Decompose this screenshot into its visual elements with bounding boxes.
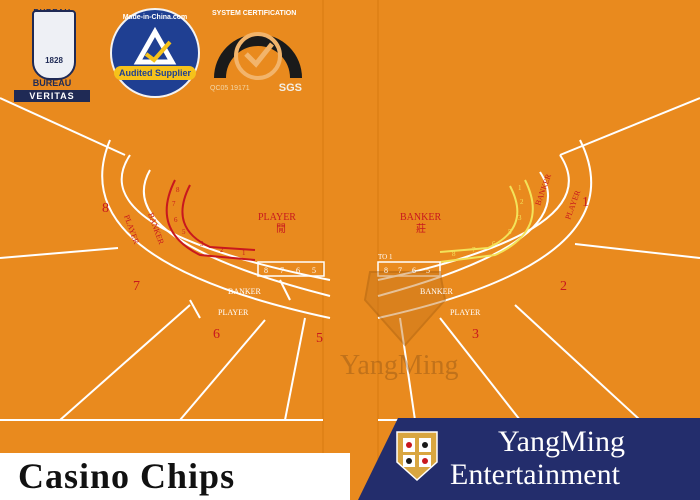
card-suits-logo-icon bbox=[396, 431, 438, 482]
seat-number: 8 bbox=[102, 201, 109, 216]
made-in-china-badge: Made-in-China.com Audited Supplier bbox=[110, 8, 200, 98]
badge-ribbon: Audited Supplier bbox=[114, 66, 196, 80]
lower-banker-right: BANKER bbox=[420, 287, 454, 296]
sgs-number: QC05 19171 bbox=[210, 85, 250, 92]
strip-number: 7 bbox=[280, 266, 284, 275]
card-suit-watermark bbox=[363, 271, 447, 347]
bureau-veritas-bar: VERITAS bbox=[14, 90, 90, 102]
brand-name-line2: Entertainment bbox=[450, 458, 620, 491]
left-red-rail bbox=[165, 179, 256, 261]
seat-banker-label: BANKER bbox=[146, 212, 166, 247]
sgs-icon bbox=[214, 32, 302, 80]
check-triangle-icon bbox=[133, 26, 177, 65]
seat-player-label: PLAYER bbox=[122, 214, 141, 246]
yangming-watermark: YangMing bbox=[340, 350, 459, 381]
rail-number: 6 bbox=[492, 240, 496, 248]
right-seat-dividers bbox=[399, 97, 700, 421]
badge-arc-text: Made-in-China.com bbox=[122, 14, 188, 21]
seat-number: 1 bbox=[582, 195, 589, 210]
bureau-veritas-logo: BUREAU VERITAS 1828 BUREAU VERITAS bbox=[10, 8, 94, 102]
seat-number: 7 bbox=[133, 279, 140, 294]
seat-number: 2 bbox=[560, 279, 567, 294]
player-label: PLAYER bbox=[258, 212, 296, 223]
player-cn: 閒 bbox=[276, 223, 286, 235]
rail-number: 3 bbox=[200, 240, 204, 248]
rail-number: 8 bbox=[176, 186, 180, 194]
banker-cn: 莊 bbox=[416, 223, 426, 235]
rail-number: 1 bbox=[242, 249, 246, 257]
right-yellow-rail bbox=[439, 179, 534, 263]
strip-number: 8 bbox=[264, 266, 268, 275]
seat-number: 3 bbox=[472, 327, 479, 342]
left-number-strip bbox=[257, 261, 325, 277]
sgs-mark: SGS bbox=[278, 82, 302, 94]
rail-number: 6 bbox=[174, 216, 178, 224]
strip-number: 8 bbox=[384, 266, 388, 275]
lower-player-right: PLAYER bbox=[450, 308, 481, 317]
seat-player-label-right: PLAYER bbox=[563, 188, 582, 220]
left-seat-dividers bbox=[0, 97, 306, 421]
strip-number: 5 bbox=[426, 266, 430, 275]
strip-number: 7 bbox=[398, 266, 402, 275]
rail-number: 2 bbox=[220, 246, 224, 254]
rail-number: 8 bbox=[452, 250, 456, 258]
casino-chips-band bbox=[0, 453, 350, 500]
rail-number: 7 bbox=[172, 200, 176, 208]
lower-player-left: PLAYER bbox=[218, 308, 249, 317]
rail-number: 3 bbox=[518, 214, 522, 222]
rail-number: 7 bbox=[472, 246, 476, 254]
bureau-veritas-name: BUREAU bbox=[32, 78, 72, 88]
rail-number: 5 bbox=[508, 228, 512, 236]
badge-circle bbox=[110, 8, 200, 98]
sgs-arc-text: SYSTEM CERTIFICATION bbox=[212, 10, 297, 17]
strip-number: 6 bbox=[412, 266, 416, 275]
strip-number: 6 bbox=[296, 266, 300, 275]
bureau-veritas-year: 1828 bbox=[45, 56, 63, 65]
seat-number: 6 bbox=[213, 327, 220, 342]
lower-banker-left: BANKER bbox=[228, 287, 262, 296]
banker-label: BANKER bbox=[400, 212, 441, 223]
rail-number: 1 bbox=[518, 184, 522, 192]
rail-number: 5 bbox=[182, 228, 186, 236]
seat-banker-label-right: BANKER bbox=[533, 172, 553, 207]
sgs-certification-badge: SYSTEM CERTIFICATION SGS QC05 19171 bbox=[210, 8, 310, 98]
rail-number: 2 bbox=[520, 198, 524, 206]
seat-number: 5 bbox=[316, 331, 323, 346]
strip-number: 5 bbox=[312, 266, 316, 275]
to-one-label: TO 1 bbox=[378, 253, 393, 261]
right-number-strip bbox=[377, 261, 441, 277]
casino-chips-label: Casino Chips bbox=[18, 456, 236, 496]
shield-icon bbox=[32, 10, 76, 80]
brand-name-line1: YangMing bbox=[498, 425, 625, 458]
